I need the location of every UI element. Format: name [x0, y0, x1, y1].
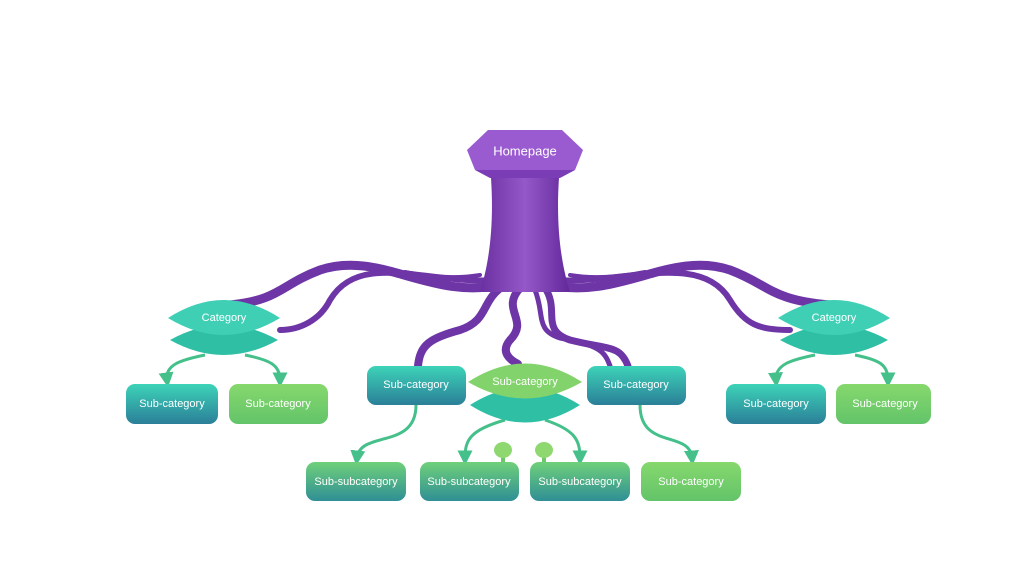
- subcategory-label: Sub-category: [658, 476, 724, 488]
- category-node-left[interactable]: Category: [168, 300, 280, 355]
- subsubcategory-node[interactable]: Sub-subcategory: [306, 462, 406, 501]
- category-node-right[interactable]: Category: [778, 300, 890, 355]
- subcategory-node[interactable]: Sub-category: [367, 366, 466, 405]
- connectors: [158, 353, 896, 466]
- subcategory-node[interactable]: Sub-category: [126, 384, 218, 424]
- subcategory-label: Sub-category: [245, 398, 311, 410]
- subcategory-node[interactable]: Sub-category: [836, 384, 931, 424]
- subcategory-node[interactable]: Sub-category: [587, 366, 686, 405]
- subcategory-label: Sub-category: [743, 398, 809, 410]
- category-label: Category: [202, 312, 247, 324]
- homepage-label: Homepage: [493, 143, 557, 158]
- subcategory-node[interactable]: Sub-category: [641, 462, 741, 501]
- subcategory-label: Sub-category: [852, 398, 918, 410]
- subcategory-label: Sub-category: [383, 379, 449, 391]
- subsubcategory-node[interactable]: Sub-subcategory: [420, 462, 519, 501]
- tentacles: [225, 260, 835, 370]
- subcategory-lens-node[interactable]: Sub-category: [468, 363, 582, 423]
- subsubcategory-label: Sub-subcategory: [314, 476, 398, 488]
- subcategory-node[interactable]: Sub-category: [229, 384, 328, 424]
- subsubcategory-label: Sub-subcategory: [427, 476, 511, 488]
- subcategory-label: Sub-category: [139, 398, 205, 410]
- category-label: Category: [812, 312, 857, 324]
- subsubcategory-label: Sub-subcategory: [538, 476, 622, 488]
- subcategory-label: Sub-category: [603, 379, 669, 391]
- subsubcategory-node[interactable]: Sub-subcategory: [530, 462, 630, 501]
- subcategory-node[interactable]: Sub-category: [726, 384, 826, 424]
- homepage-node[interactable]: Homepage: [467, 130, 583, 292]
- mushroom-icon: [494, 442, 553, 466]
- subcategory-label: Sub-category: [492, 376, 558, 388]
